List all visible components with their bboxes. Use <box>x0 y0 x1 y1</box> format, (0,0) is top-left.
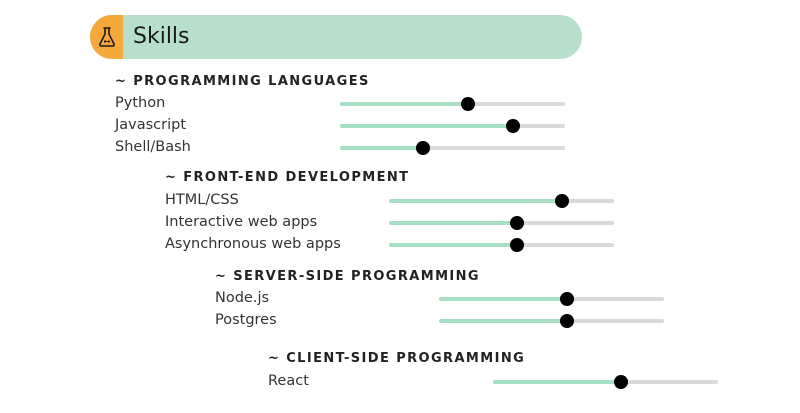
skill-slider-fill <box>389 221 518 225</box>
skill-slider-track[interactable] <box>340 119 565 133</box>
skill-row: React <box>268 370 720 392</box>
skill-slider-fill <box>340 124 514 128</box>
section-title: ~ SERVER-SIDE PROGRAMMING <box>215 269 481 284</box>
skill-slider-handle[interactable] <box>510 216 525 230</box>
skill-row: HTML/CSS <box>165 189 615 211</box>
skill-slider-fill <box>389 243 518 247</box>
skill-slider-track[interactable] <box>340 97 565 111</box>
skill-slider-fill <box>439 319 568 323</box>
skill-row: Asynchronous web apps <box>165 233 615 255</box>
skill-slider-track[interactable] <box>340 141 565 155</box>
section-title: ~ CLIENT-SIDE PROGRAMMING <box>268 351 526 366</box>
skill-slider-track[interactable] <box>439 314 664 328</box>
skill-slider-fill <box>389 199 563 203</box>
skill-row: Interactive web apps <box>165 211 615 233</box>
skill-label: Python <box>115 95 166 111</box>
page-title: Skills <box>133 24 190 49</box>
skill-row: Node.js <box>215 287 665 309</box>
skill-slider-fill <box>340 146 424 150</box>
skill-slider-handle[interactable] <box>510 238 525 252</box>
skill-row: Postgres <box>215 309 665 331</box>
section-title: ~ FRONT-END DEVELOPMENT <box>165 170 410 185</box>
section-title: ~ PROGRAMMING LANGUAGES <box>115 74 370 89</box>
skill-slider-fill <box>340 102 469 106</box>
skill-slider-handle[interactable] <box>614 375 629 389</box>
skill-slider-handle[interactable] <box>560 292 575 306</box>
skills-header: Skills <box>90 15 582 59</box>
skill-label: HTML/CSS <box>165 192 239 208</box>
skill-slider-handle[interactable] <box>461 97 476 111</box>
flask-icon <box>98 27 115 47</box>
skill-slider-track[interactable] <box>389 238 614 252</box>
skill-slider-track[interactable] <box>389 216 614 230</box>
skill-label: Javascript <box>115 117 187 133</box>
skill-slider-handle[interactable] <box>416 141 431 155</box>
skill-slider-handle[interactable] <box>506 119 521 133</box>
skill-slider-handle[interactable] <box>560 314 575 328</box>
skill-slider-fill <box>493 380 622 384</box>
skill-slider-handle[interactable] <box>555 194 570 208</box>
skill-row: Python <box>115 92 565 114</box>
skill-slider-fill <box>439 297 568 301</box>
skill-slider-track[interactable] <box>439 292 664 306</box>
skill-label: Postgres <box>215 312 277 328</box>
skill-label: Node.js <box>215 290 270 306</box>
skill-slider-track[interactable] <box>389 194 614 208</box>
skill-label: Interactive web apps <box>165 214 318 230</box>
skill-row: Shell/Bash <box>115 136 565 158</box>
skill-slider-track[interactable] <box>493 375 718 389</box>
skill-label: Shell/Bash <box>115 139 191 155</box>
skill-label: Asynchronous web apps <box>165 236 341 252</box>
skill-row: Javascript <box>115 114 565 136</box>
flask-icon-box <box>90 15 123 59</box>
skill-label: React <box>268 373 309 389</box>
